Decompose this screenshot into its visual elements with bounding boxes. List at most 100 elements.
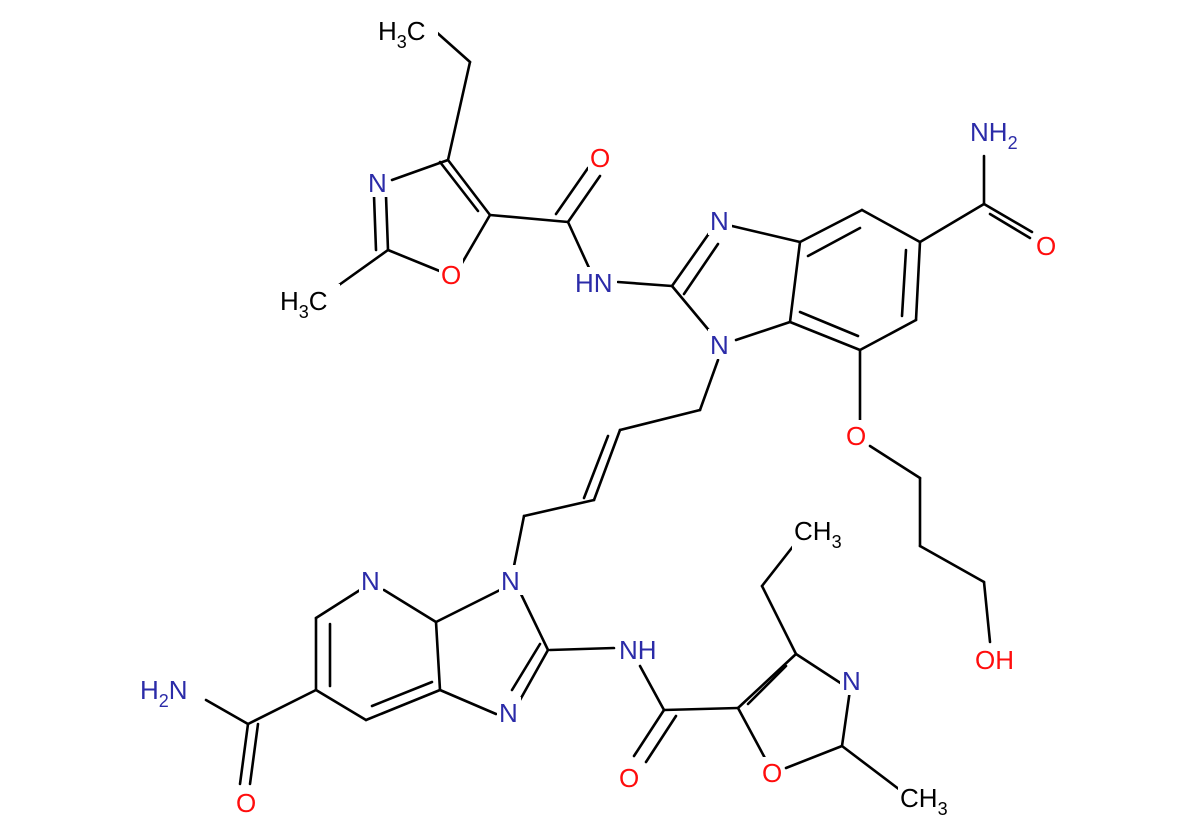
pyridine-nitrogen: N: [359, 565, 383, 596]
bond-line: [618, 408, 702, 432]
bond-line: [384, 194, 390, 252]
svg-text:N: N: [368, 168, 387, 198]
bond-line: [592, 428, 622, 502]
bond-line: [760, 584, 798, 656]
hydroxyl-group: OH: [973, 644, 1019, 675]
svg-text:N: N: [501, 566, 520, 596]
svg-text:O: O: [441, 260, 461, 290]
bond-line: [644, 714, 678, 764]
bond-line: [730, 224, 802, 244]
bond-line: [746, 664, 788, 706]
bond-line: [386, 248, 444, 274]
bond-line: [522, 498, 596, 518]
bond-line: [736, 706, 768, 762]
svg-text:O: O: [619, 763, 639, 793]
svg-text:H3C: H3C: [378, 16, 426, 52]
svg-text:O: O: [590, 143, 610, 173]
oxazole-top-methyl: H3C: [278, 284, 340, 322]
atom-c: C: [407, 16, 426, 46]
svg-text:O: O: [762, 758, 782, 788]
svg-text:HN: HN: [575, 268, 613, 298]
bond-line: [682, 242, 720, 296]
bond-line: [382, 588, 438, 624]
imidazopyridine-imine-nitrogen: N: [497, 697, 521, 728]
bond-line: [788, 320, 862, 352]
bond-line: [518, 590, 550, 652]
bond-line: [734, 320, 792, 342]
bond-line: [918, 544, 986, 584]
svg-text:OH: OH: [975, 645, 1014, 675]
svg-text:O: O: [236, 788, 256, 818]
bond-line: [670, 230, 712, 288]
bond-line: [900, 248, 908, 318]
bond-line: [314, 688, 368, 722]
bond-line: [788, 240, 802, 324]
svg-text:CH3: CH3: [900, 783, 948, 819]
carboxamide-left-nh2: H2N: [138, 674, 202, 711]
svg-text:NH2: NH2: [970, 117, 1018, 153]
bond-line: [330, 248, 390, 292]
amide-top-oxygen: O: [588, 142, 612, 173]
bond-line: [868, 444, 922, 480]
bond-line: [798, 310, 860, 338]
svg-text:NH: NH: [619, 635, 657, 665]
bond-line: [860, 208, 922, 244]
benzimidazole-imine-nitrogen: N: [708, 205, 732, 236]
bond-line: [670, 284, 714, 336]
bond-line: [510, 642, 542, 692]
bond-line: [582, 434, 610, 500]
bond-layer: [204, 28, 1034, 792]
bond-line: [518, 648, 550, 702]
svg-text:N: N: [361, 566, 380, 596]
atom-c: C: [309, 286, 328, 316]
svg-text:N: N: [842, 666, 861, 696]
amide-bottom-nh: NH: [617, 634, 661, 665]
bond-line: [246, 688, 318, 726]
oxazole-bottom-nitrogen: N: [840, 665, 864, 696]
svg-text:H3C: H3C: [280, 286, 328, 322]
bond-line: [988, 212, 1032, 240]
bond-line: [446, 60, 472, 162]
bond-line: [238, 722, 250, 786]
bond-line: [434, 588, 502, 624]
bond-line: [248, 722, 260, 786]
bond-line: [736, 652, 798, 710]
atom-h: H: [280, 286, 299, 316]
bond-line: [794, 652, 844, 686]
svg-text:O: O: [846, 421, 866, 451]
bond-line: [204, 698, 250, 726]
methyl-bottom-ethyl: CH3: [792, 515, 854, 552]
bond-line: [554, 166, 590, 216]
svg-text:N: N: [710, 330, 729, 360]
bond-line: [566, 174, 602, 224]
oxazole-top-oxygen: O: [439, 259, 463, 290]
oxazole-top-nitrogen: N: [366, 167, 390, 198]
atom-h: H: [378, 16, 397, 46]
svg-text:H2N: H2N: [140, 675, 188, 711]
carboxamide-left-oxygen: O: [234, 787, 258, 818]
imidazopyridine-n3: N: [499, 565, 523, 596]
carboxamide-right-nh2: NH2: [968, 116, 1032, 153]
bond-line: [840, 688, 852, 748]
bond-line: [914, 240, 922, 322]
bond-line: [446, 158, 492, 217]
bond-line: [982, 202, 1034, 234]
bond-line: [858, 318, 918, 352]
benzimidazole-n1: N: [708, 329, 732, 360]
bond-line: [370, 680, 434, 708]
bond-line: [982, 580, 992, 644]
bond-line: [456, 213, 492, 272]
bond-line: [390, 158, 450, 182]
bond-line: [438, 160, 480, 213]
carboxamide-right-oxygen: O: [1034, 230, 1058, 261]
bond-line: [616, 280, 674, 288]
oxazole-bottom-oxygen: O: [760, 757, 784, 788]
amide-bottom-oxygen: O: [617, 762, 641, 793]
bond-line: [372, 194, 378, 252]
amide-top-nh: HN: [573, 267, 617, 298]
bond-line: [806, 226, 862, 258]
bond-line: [632, 708, 666, 758]
svg-text:O: O: [1036, 231, 1056, 261]
